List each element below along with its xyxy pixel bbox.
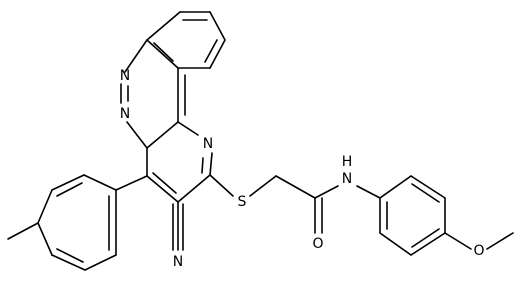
atom-label-n3: N xyxy=(203,136,213,152)
bond xyxy=(152,172,177,194)
bond xyxy=(249,175,277,197)
atom-label-s1: S xyxy=(238,194,247,210)
bond xyxy=(201,157,204,174)
atom-label-o2: O xyxy=(473,243,484,259)
atom-label-n2: N xyxy=(120,106,130,122)
bond xyxy=(411,183,440,203)
bond xyxy=(124,39,148,73)
bond xyxy=(51,174,85,191)
atom-label-nh: N xyxy=(342,171,352,187)
atom-label-h: H xyxy=(342,154,353,170)
bond xyxy=(379,175,412,199)
bond xyxy=(209,174,234,197)
bond xyxy=(209,11,226,41)
bond xyxy=(411,228,440,248)
bond xyxy=(204,39,218,63)
bond xyxy=(115,175,148,191)
bond xyxy=(410,175,446,199)
bond xyxy=(153,42,174,62)
bond xyxy=(410,232,446,256)
bond xyxy=(209,152,213,176)
atom-label-o1: O xyxy=(312,236,323,252)
atom-labels: N N N N S O N H O xyxy=(120,68,485,270)
atom-label-n1: N xyxy=(120,68,130,84)
bond xyxy=(444,232,472,250)
bond xyxy=(126,121,148,149)
bond xyxy=(146,175,179,203)
bond xyxy=(37,189,53,224)
bond xyxy=(37,222,53,256)
bond xyxy=(209,39,226,69)
bond xyxy=(56,182,83,197)
bond xyxy=(84,254,117,271)
atom-label-n4: N xyxy=(173,254,183,270)
bond xyxy=(56,248,84,263)
bond xyxy=(379,232,412,256)
bond xyxy=(83,174,117,191)
bond xyxy=(275,175,316,199)
bond xyxy=(314,185,339,199)
bond xyxy=(146,11,181,41)
bond xyxy=(51,254,86,271)
bond xyxy=(356,185,381,199)
bond xyxy=(146,121,179,149)
bond xyxy=(7,222,39,240)
bond xyxy=(177,121,199,136)
bond xyxy=(177,174,211,203)
bonds xyxy=(7,11,514,271)
bond xyxy=(486,232,514,250)
bond xyxy=(146,39,179,69)
